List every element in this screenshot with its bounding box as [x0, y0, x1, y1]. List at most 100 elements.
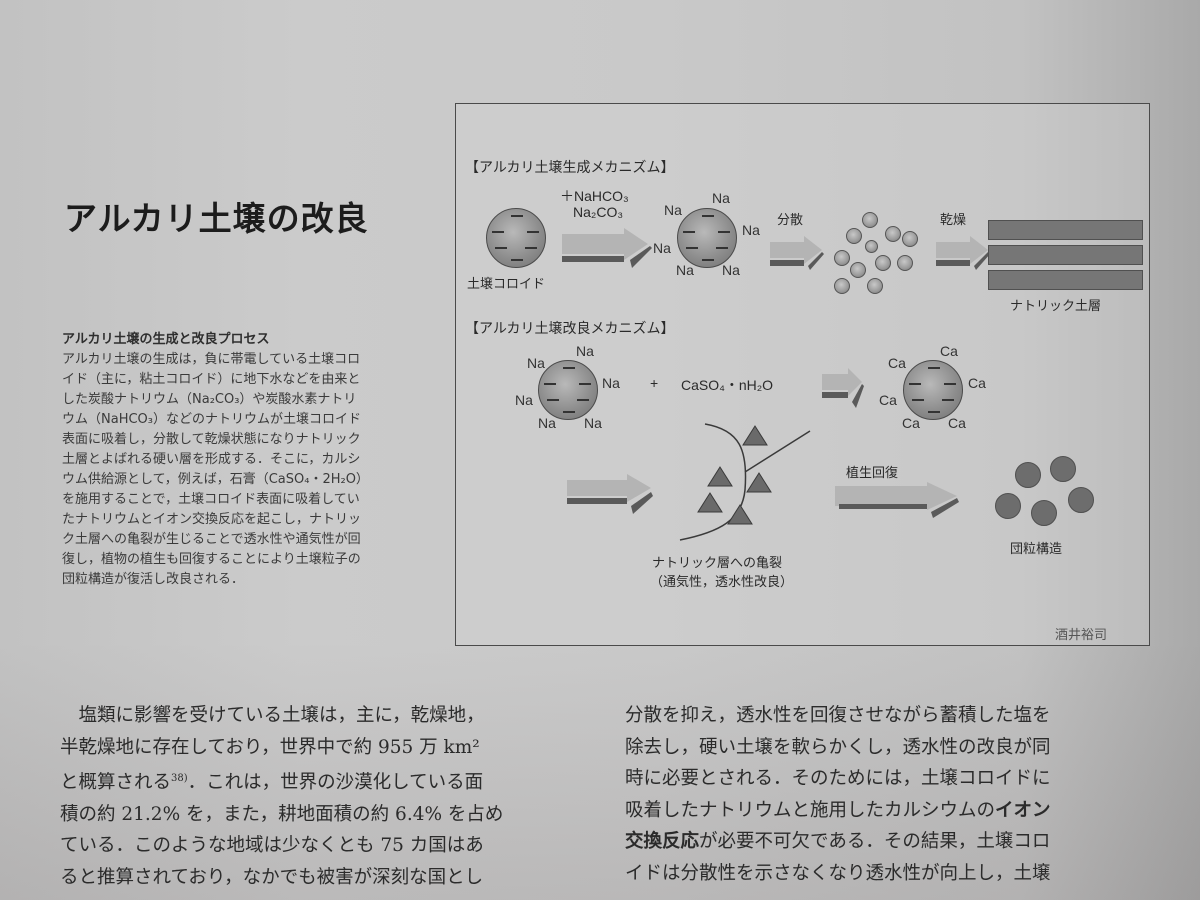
page-title: アルカリ土壌の改良 [64, 199, 369, 238]
natric-layer-band [988, 270, 1143, 290]
dispersed-particle [902, 231, 918, 247]
dispersed-particle [846, 228, 862, 244]
body-line: 交換反応が必要不可欠である．その結果，土壌コロ [625, 826, 1145, 858]
negative-charge-icon [544, 383, 556, 385]
negative-charge-icon [912, 399, 924, 401]
caption-line: ク土層への亀裂が生じることで透水性や通気性が回 [62, 532, 361, 547]
body-line: 分散を抑え，透水性を回復させながら蓄積した塩を [625, 705, 1051, 726]
negative-charge-icon [928, 411, 940, 413]
arrow-right-icon [770, 236, 824, 270]
section-title-formation: 【アルカリ土壌生成メカニズム】 [465, 160, 675, 176]
caption-line: 土層とよばれる硬い層を形成する．そこに，カルシ [62, 452, 361, 467]
calcium-colloid [903, 360, 963, 420]
negative-charge-icon [942, 399, 954, 401]
negative-charge-icon [579, 383, 591, 385]
body-line: ている．このような地域は少なくとも 75 カ国はあ [60, 835, 484, 857]
aggregate-particle [1068, 487, 1094, 513]
step-dry-label: 乾燥 [940, 213, 967, 228]
body-line: 積の約 21.2% を，また，耕地面積の約 6.4% を占め [60, 803, 504, 825]
dispersed-particle [834, 250, 850, 266]
body-line: 塩類に影響を受けている土壌は，主に，乾燥地， [60, 705, 485, 726]
negative-charge-icon [716, 247, 728, 249]
caption-heading: アルカリ土壌の生成と改良プロセス [62, 332, 270, 347]
negative-charge-icon [718, 231, 730, 233]
dispersed-particle [834, 278, 850, 294]
negative-charge-icon [686, 247, 698, 249]
crack-label: ナトリック層への亀裂 [652, 556, 783, 571]
emphasis-term: 交換反応 [625, 831, 700, 852]
aggregate-particle [995, 493, 1021, 519]
caption-line: 団粒構造が復活し改良される． [62, 572, 245, 587]
na-ion-label: Na [538, 415, 556, 431]
ca-ion-label: Ca [888, 355, 906, 371]
caption-line: たナトリウムとイオン交換反応を起こし，ナトリッ [62, 512, 362, 527]
sodium-colloid [677, 208, 737, 268]
ca-ion-label: Ca [879, 392, 897, 408]
body-text-fragment: ．これは，世界の沙漠化している面 [187, 772, 484, 794]
arrow-right-icon [562, 228, 652, 268]
negative-charge-icon [492, 231, 504, 233]
negative-charge-icon [525, 247, 537, 249]
body-line: イドは分散性を示さなくなり透水性が向上し，土壌 [625, 862, 1051, 884]
figure-caption-sidebar: アルカリ土壌の生成と改良プロセス アルカリ土壌の生成は，負に帯電している土壌コロ… [62, 330, 442, 590]
crack-sublabel: （通気性，透水性改良） [650, 575, 794, 590]
dispersed-particle [850, 262, 866, 278]
body-line: 吸着したナトリウムと施用したカルシウムのイオン [625, 795, 1145, 827]
body-column-right: 分散を抑え，透水性を回復させながら蓄積した塩を 除去し，硬い土壌を軟らかくし，透… [625, 700, 1145, 889]
body-line: ると推算されており，なかでも被害が深刻な国とし [60, 866, 484, 888]
negative-charge-icon [928, 367, 940, 369]
na-ion-label: Na [515, 392, 533, 408]
step-disperse-label: 分散 [777, 213, 804, 228]
caption-line: 表面に吸着し，分散して乾燥状態になりナトリック [62, 432, 361, 447]
body-text-fragment: 吸着したナトリウムと施用したカルシウムの [625, 799, 996, 821]
footnote-ref[interactable]: 38) [171, 773, 188, 784]
negative-charge-icon [495, 247, 507, 249]
negative-charge-icon [909, 383, 921, 385]
negative-charge-icon [511, 215, 523, 217]
crack-illustration [679, 423, 811, 541]
na-ion-label: Na [722, 262, 740, 278]
dispersed-particle [865, 240, 878, 253]
na-ion-label: Na [602, 375, 620, 391]
caption-line: ウム（NaHCO₃）などのナトリウムが土壌コロイド [62, 412, 361, 427]
arrow-right-icon [936, 236, 990, 270]
caption-line: を施用することで，土壌コロイド表面に吸着してい [62, 492, 360, 507]
gypsum-formula: CaSO₄・nH₂O [681, 377, 774, 393]
body-line: 時に必要とされる．そのためには，土壌コロイドに [625, 768, 1051, 789]
caption-line: アルカリ土壌の生成は，負に帯電している土壌コロ [62, 352, 361, 367]
caption-line: した炭酸ナトリウム（Na₂CO₃）や炭酸水素ナトリ [62, 392, 357, 407]
arrow-right-icon [822, 368, 864, 408]
plus-sign: + [650, 375, 659, 391]
body-line: 除去し，硬い土壌を軟らかくし，透水性の改良が同 [625, 736, 1051, 758]
caption-body: アルカリ土壌の生成は，負に帯電している土壌コロ イド（主に，粘土コロイド）に地下… [62, 350, 442, 590]
aggregate-particle [1050, 456, 1076, 482]
dispersed-particle [875, 255, 891, 271]
natric-layer-label: ナトリック土層 [1010, 299, 1102, 314]
caption-line: 復し，植物の植生も回復することにより土壌粒子の [62, 552, 361, 567]
body-line: 半乾燥地に存在しており，世界中で約 955 万 km² [60, 736, 480, 758]
soil-colloid [486, 208, 546, 268]
emphasis-term: イオン [995, 799, 1051, 821]
natric-layer-band [988, 245, 1143, 265]
negative-charge-icon [563, 411, 575, 413]
body-text-fragment: が必要不可欠である．その結果，土壌コロ [699, 831, 1051, 852]
aggregate-structure-label: 団粒構造 [1010, 542, 1063, 557]
figure-credit: 酒井裕司 [1055, 628, 1108, 643]
sodium-colloid [538, 360, 598, 420]
arrow-right-icon [567, 474, 653, 514]
negative-charge-icon [577, 399, 589, 401]
aggregate-particle [1015, 462, 1041, 488]
ca-ion-label: Ca [940, 343, 958, 359]
negative-charge-icon [702, 259, 714, 261]
body-column-left: 塩類に影響を受けている土壌は，主に，乾燥地， 半乾燥地に存在しており，世界中で約… [60, 700, 560, 893]
negative-charge-icon [547, 399, 559, 401]
caption-line: イド（主に，粘土コロイド）に地下水などを由来と [62, 372, 361, 387]
na-ion-label: Na [742, 222, 760, 238]
caption-line: ウム供給源として，例えば，石膏（CaSO₄・2H₂O） [62, 472, 369, 487]
na-ion-label: Na [664, 202, 682, 218]
negative-charge-icon [563, 367, 575, 369]
na-ion-label: Na [584, 415, 602, 431]
dispersed-particle [885, 226, 901, 242]
natric-layer-band [988, 220, 1143, 240]
negative-charge-icon [683, 231, 695, 233]
